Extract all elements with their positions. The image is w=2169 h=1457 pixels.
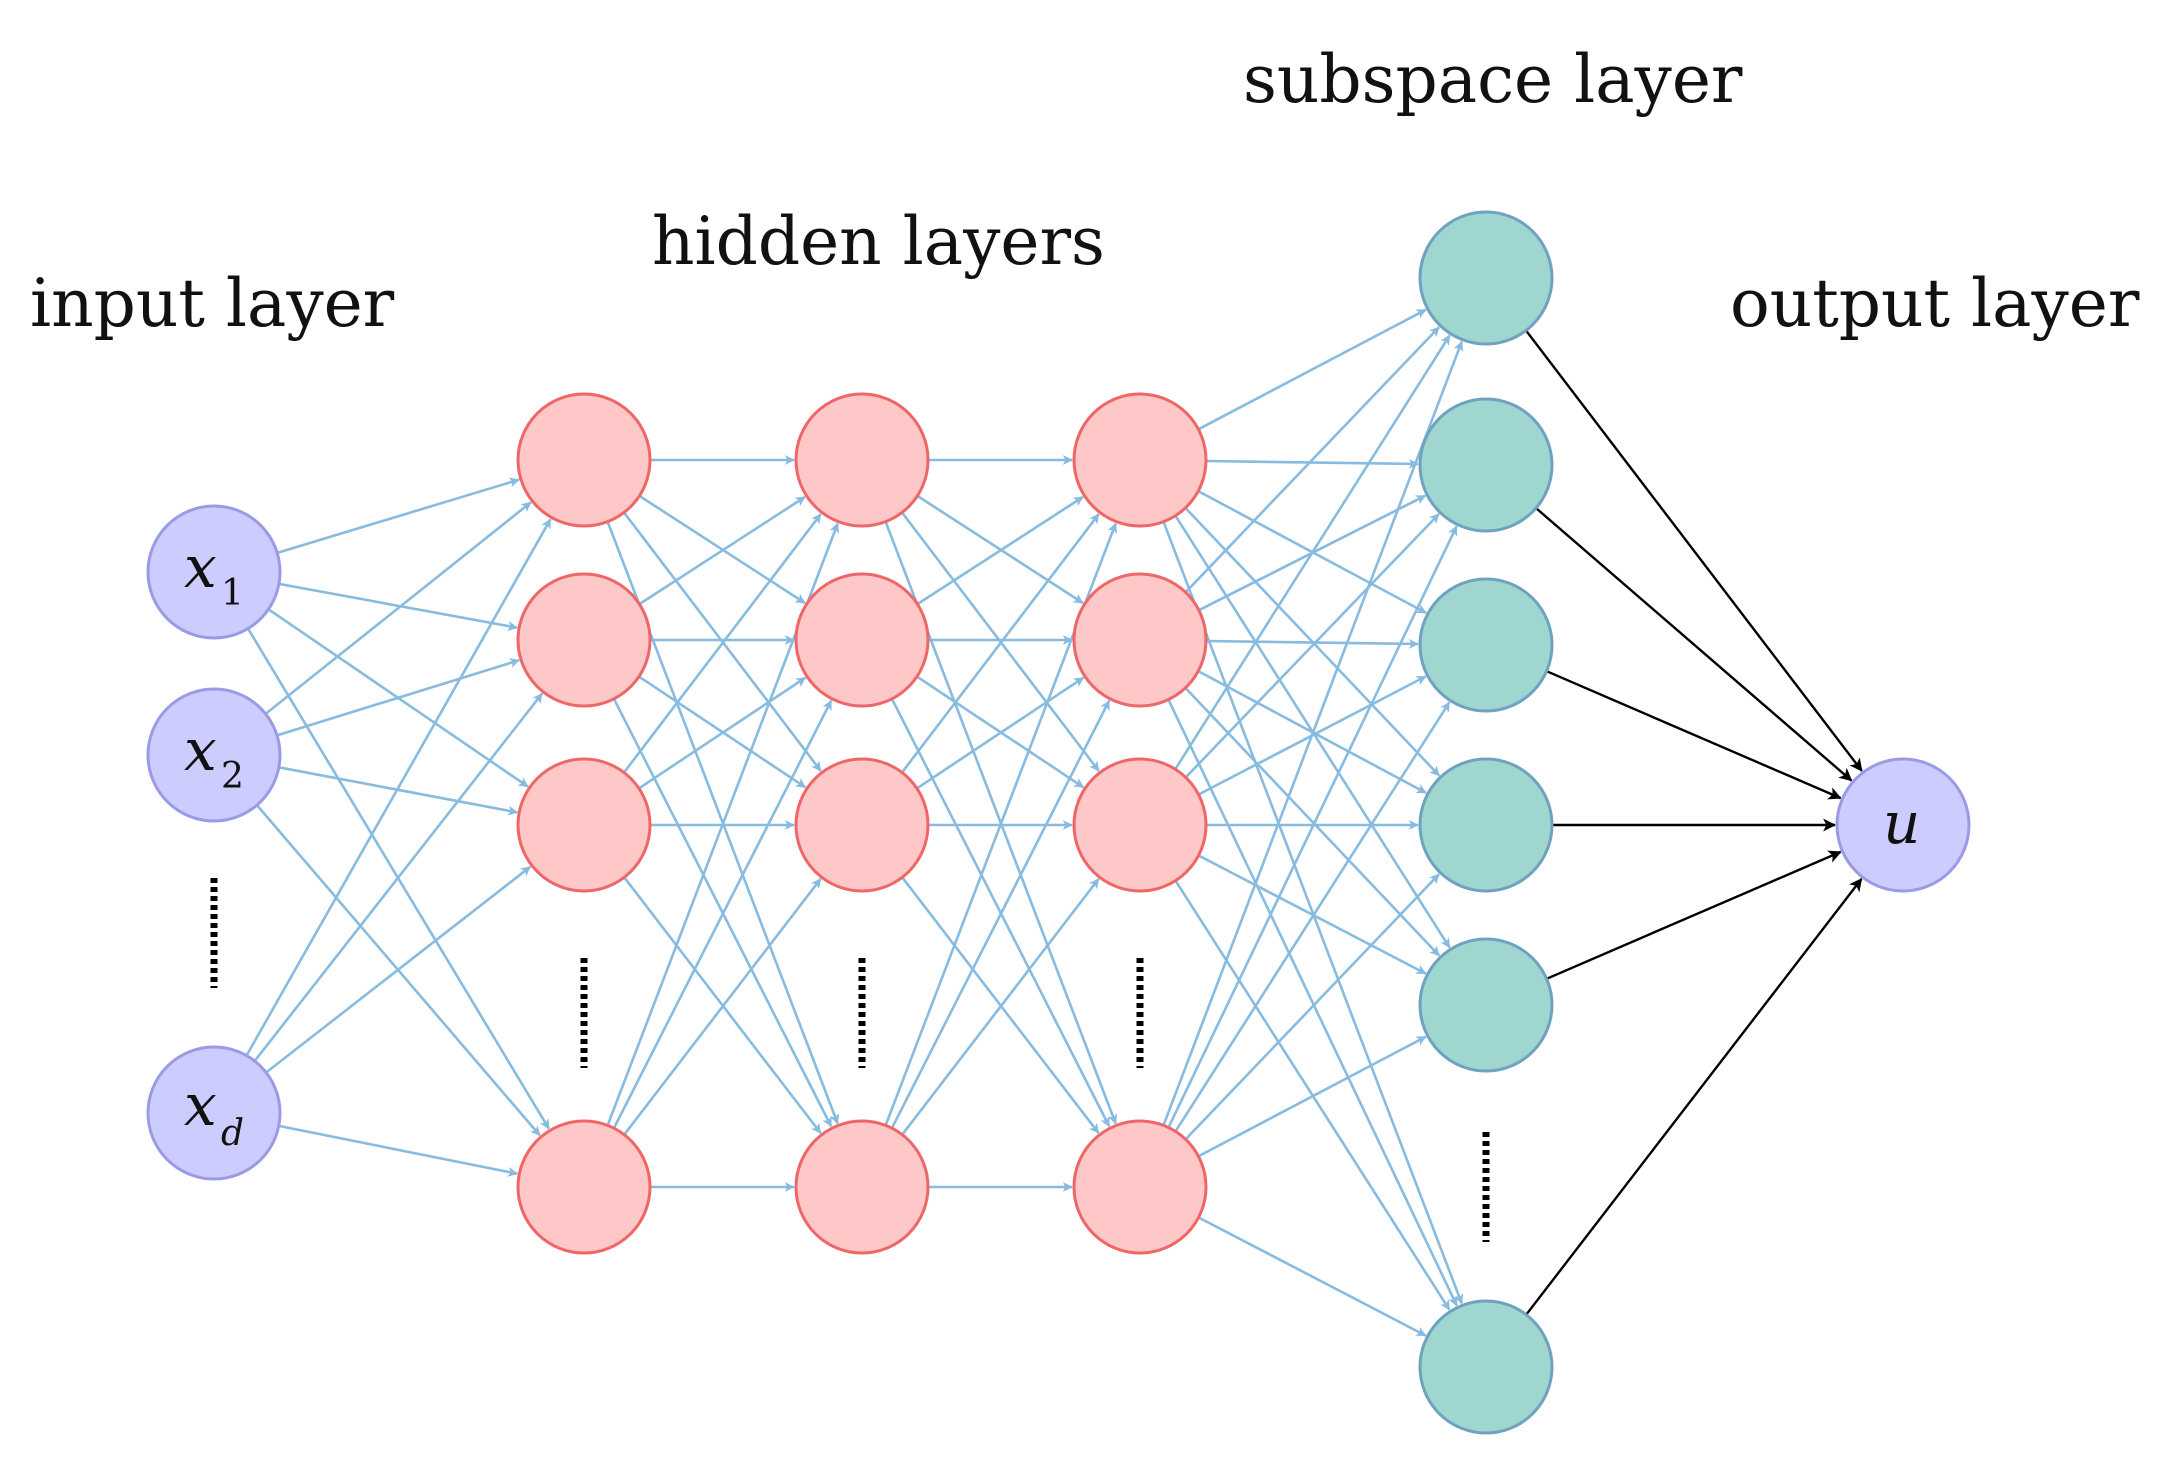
output-node-label: u [1883,789,1920,857]
connection-edge [1174,334,1451,770]
connection-edge [1162,521,1464,1305]
hidden-layers-title: hidden layers [652,203,1105,280]
hidden-node [1072,757,1208,893]
connection-edge [265,865,532,1074]
connection-edge [1205,458,1419,469]
hidden-node [516,392,652,528]
connection-edge [638,495,806,606]
connection-edge [1184,326,1440,594]
svg-text:d: d [221,1113,244,1154]
input-node-label-1: x 1 [184,533,244,614]
connection-edge [1184,513,1440,779]
output-layer-title: output layer [1730,265,2140,342]
nodes [146,210,1971,1435]
input-node-label-d: x d [184,1071,244,1154]
subspace-node [1418,757,1554,893]
connection-edge [1167,699,1458,1307]
connection-edge [638,676,807,790]
connection-edge [622,513,822,774]
output-edge [1525,878,1863,1316]
connection-edge [901,878,1100,1136]
connection-edge [890,699,1111,1129]
input-node-label-2: x 2 [184,716,244,797]
hidden-node [794,1119,930,1255]
connection-edge [1197,1035,1427,1158]
ellipsis-dots [210,878,1490,1242]
subspace-node [1418,1299,1554,1435]
hidden-node [794,757,930,893]
connection-edge [900,513,1100,774]
connection-edge [276,658,520,737]
output-edge [1546,850,1842,980]
connection-edge [253,692,544,1062]
connection-edge [276,477,520,555]
connection-edge [1162,340,1464,1126]
connection-edge [264,501,532,715]
connection-edge [278,582,518,631]
output-edge [1535,507,1853,782]
hidden-node [1072,392,1208,528]
svg-text:1: 1 [221,573,244,614]
hidden-node [1072,1119,1208,1255]
svg-text:x: x [184,1071,217,1139]
connection-edge [1167,525,1458,1129]
hidden-node [794,392,930,528]
hidden-node [516,1119,652,1255]
connection-edge [916,676,1085,790]
subspace-layer-title: subspace layer [1243,41,1743,118]
connection-edge [916,495,1084,606]
output-node [1835,757,1971,893]
connection-edge [1174,701,1451,1133]
connection-edge [245,518,552,1057]
subspace-node [1418,397,1554,533]
output-edge [1525,329,1863,772]
svg-text:x: x [184,716,217,784]
hidden-node [516,757,652,893]
connection-edge [1197,308,1427,431]
subspace-node [1418,210,1554,346]
output-connections [1525,329,1863,1316]
connection-edge [1198,854,1427,975]
subspace-node [1418,937,1554,1073]
connection-edge [1184,873,1440,1141]
connection-edge [612,699,833,1129]
hidden-node [794,572,930,708]
connection-edge [278,1124,519,1177]
connection-edge [1198,1216,1427,1337]
svg-text:u: u [1883,789,1920,857]
input-node [146,504,282,640]
hidden-node [1072,572,1208,708]
svg-text:x: x [184,533,217,601]
connection-edge [1205,638,1419,649]
hidden-node [516,572,652,708]
input-node [146,687,282,823]
output-edge [1546,670,1842,800]
connection-edge [623,878,822,1136]
svg-text:2: 2 [221,756,244,797]
subspace-node [1418,577,1554,713]
input-layer-title: input layer [30,265,395,342]
input-node [146,1045,282,1181]
